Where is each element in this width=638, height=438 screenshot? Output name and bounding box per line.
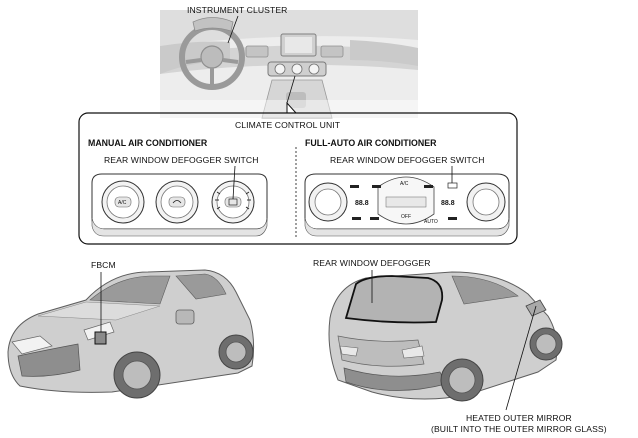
recirculate-icon <box>172 200 182 204</box>
instrument-cluster-leader <box>227 15 239 44</box>
heated-mirror-label-line2: (BUILT INTO THE OUTER MIRROR GLASS) <box>431 424 607 434</box>
auto-temp-display-left: 88.8 <box>355 200 369 207</box>
full-auto-ac-panel: A/C 88.8 88.8 OFF AUTO <box>304 173 510 237</box>
manual-ac-panel: A/C <box>91 173 268 237</box>
full-auto-ac-heading: FULL-AUTO AIR CONDITIONER <box>305 138 437 148</box>
manual-ac-button-label: A/C <box>118 200 127 206</box>
auto-button-top-right-2 <box>447 182 458 189</box>
climate-control-callout-box <box>78 112 518 245</box>
instrument-cluster-label: INSTRUMENT CLUSTER <box>187 5 287 15</box>
fbcm-module <box>94 331 107 345</box>
auto-ac-button-label: A/C <box>400 181 409 187</box>
auto-temp-display-right: 88.8 <box>441 200 455 207</box>
auto-button-top-left-2 <box>372 185 381 188</box>
vehicle-front-view <box>7 269 255 399</box>
auto-defogger-switch-label: REAR WINDOW DEFOGGER SWITCH <box>330 155 485 165</box>
dashboard-illustration <box>160 10 418 119</box>
heated-mirror-label-line1: HEATED OUTER MIRROR <box>466 413 572 423</box>
auto-auto-button-label: AUTO <box>424 219 438 225</box>
rear-window-glass <box>344 275 444 324</box>
auto-off-button-label: OFF <box>401 214 411 220</box>
climate-control-unit-title: CLIMATE CONTROL UNIT <box>235 120 341 130</box>
manual-ac-heading: MANUAL AIR CONDITIONER <box>88 138 208 148</box>
auto-button-bottom-left-1 <box>352 217 361 220</box>
outer-mirror <box>525 299 547 317</box>
fbcm-label: FBCM <box>91 260 116 270</box>
heated-mirror-leader <box>505 305 537 411</box>
callout-notch <box>286 101 297 114</box>
manual-ac-button <box>114 196 132 208</box>
climate-unit-leader <box>286 75 296 104</box>
auto-button-top-left-1 <box>350 185 359 188</box>
manual-defogger-switch-label: REAR WINDOW DEFOGGER SWITCH <box>104 155 259 165</box>
auto-button-top-right-1 <box>424 185 433 188</box>
manual-recirc-button <box>168 196 186 208</box>
manual-defogger-leader <box>232 165 236 200</box>
auto-button-bottom-right <box>448 217 457 220</box>
rear-window-defogger-label: REAR WINDOW DEFOGGER <box>313 258 431 268</box>
auto-display-icons <box>385 196 427 208</box>
auto-button-bottom-left-2 <box>370 217 379 220</box>
